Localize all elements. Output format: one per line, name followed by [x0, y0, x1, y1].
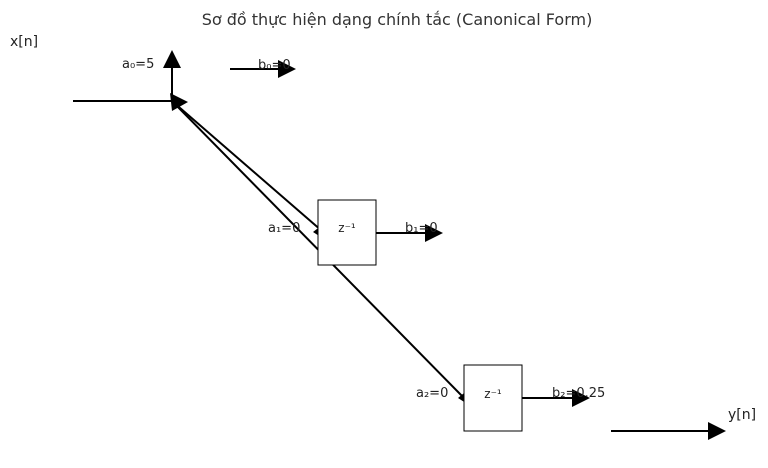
- coef-b2-label: b₂=0.25: [552, 386, 605, 401]
- coef-a0-label: a₀=5: [122, 57, 154, 72]
- output-label: y[n]: [728, 407, 756, 423]
- input-label: x[n]: [10, 34, 38, 50]
- delay-box-2-label: z⁻¹: [484, 387, 502, 401]
- delay-box-2: [463, 364, 523, 432]
- diagonal-to-delay1: [171, 100, 323, 232]
- coef-b1-label: b₁=0: [405, 221, 438, 236]
- input-arrowhead: [170, 93, 188, 111]
- coef-b0-label: b₀=0: [258, 58, 291, 73]
- b0-arrowhead: [278, 60, 296, 78]
- b1-arrowhead: [425, 224, 443, 242]
- a0-arrowhead: [163, 50, 181, 68]
- delay-box-1: [317, 199, 377, 266]
- b2-arrowhead: [572, 389, 590, 407]
- output-arrowhead: [708, 422, 726, 440]
- diagram-title: Sơ đồ thực hiện dạng chính tắc (Canonica…: [202, 10, 593, 29]
- delay-box-1-label: z⁻¹: [338, 221, 356, 235]
- coef-a2-label: a₂=0: [416, 386, 448, 401]
- coef-a1-label: a₁=0: [268, 221, 300, 236]
